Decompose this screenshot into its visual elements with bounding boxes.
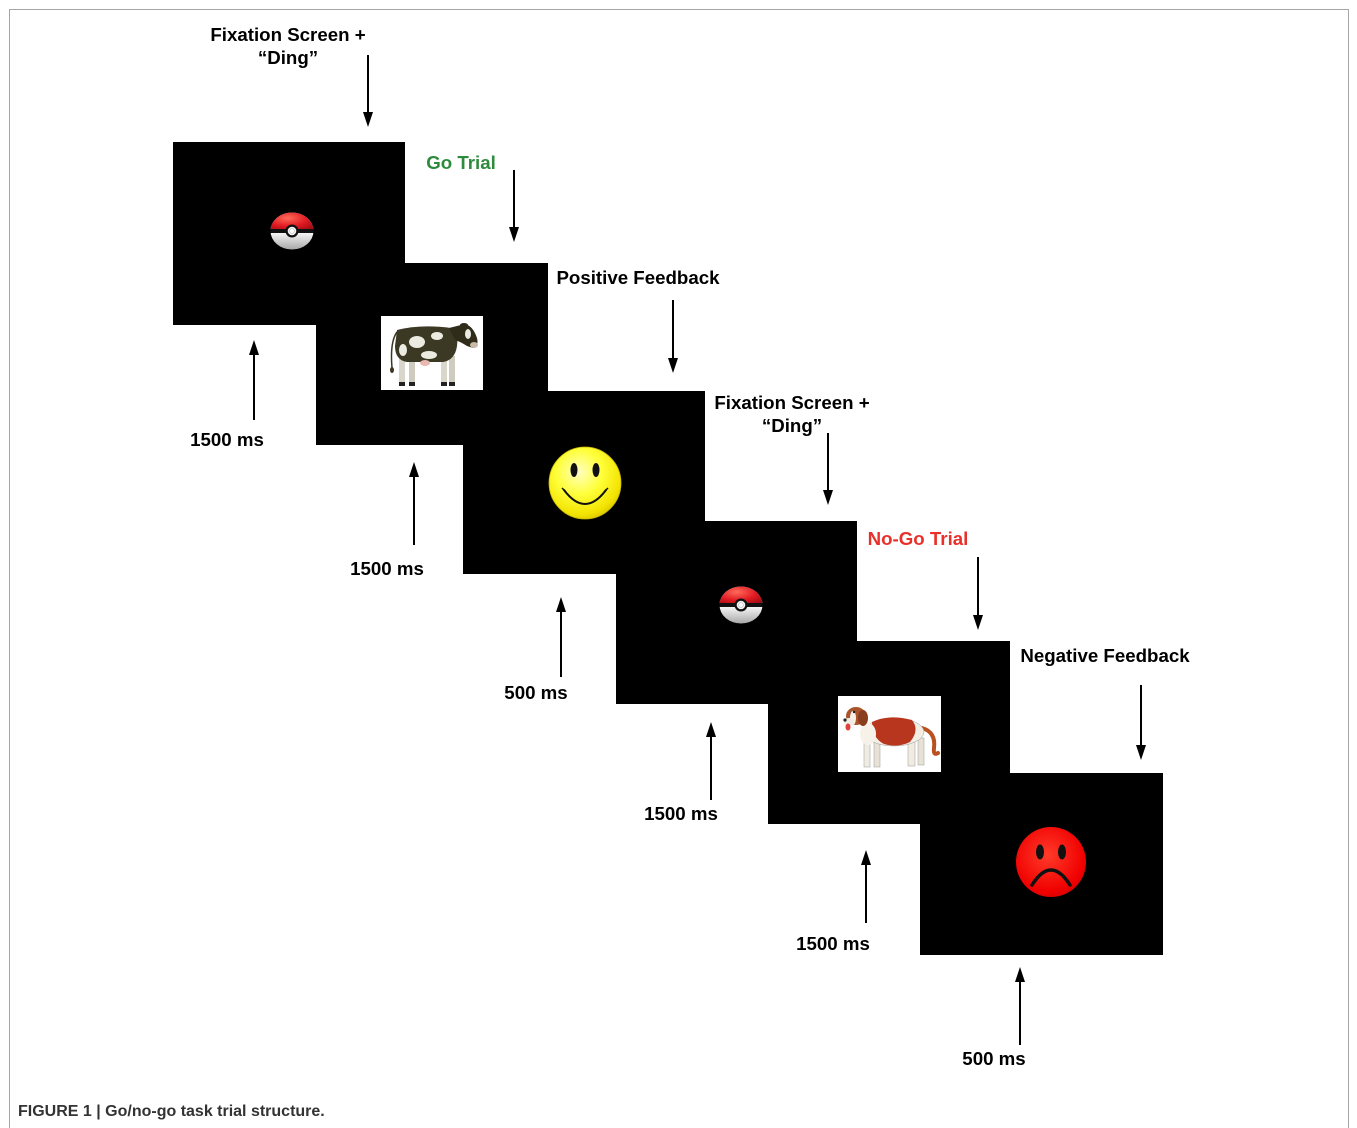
cow-patch <box>409 336 425 348</box>
arrow-head <box>668 358 678 373</box>
duration-go-trial: 1500 ms <box>350 558 424 579</box>
go-trial-screen <box>316 263 548 445</box>
cow-muzzle <box>470 342 478 348</box>
sad-face-icon <box>1016 827 1086 897</box>
pokeball-icon <box>719 586 763 624</box>
smiley-mouth-ends <box>561 487 609 493</box>
dog-eye <box>852 710 856 714</box>
down-arrow-fixation-2 <box>823 433 833 505</box>
smiley-eye <box>570 463 578 477</box>
dog-ear <box>858 710 868 726</box>
up-arrow-negative-feedback <box>1015 967 1025 1045</box>
pokeball-button-center <box>289 228 295 234</box>
smiley-mouth <box>563 489 607 505</box>
cow-patch <box>399 344 407 356</box>
dog-saddle-patch <box>872 717 916 746</box>
cow-udder <box>420 360 430 366</box>
arrow-head <box>1015 967 1025 982</box>
cow-face-patch <box>465 329 471 339</box>
up-arrow-fixation-2 <box>706 722 716 800</box>
duration-fixation-1: 1500 ms <box>190 429 264 450</box>
dog-tail <box>920 726 940 756</box>
down-arrow-positive-feedback <box>668 300 678 373</box>
label-no-go-trial: No-Go Trial <box>848 527 988 550</box>
smiley-eye <box>592 463 600 477</box>
down-arrow-go-trial <box>509 170 519 242</box>
cow-patch <box>421 351 437 359</box>
cow-hoof <box>441 382 447 386</box>
duration-negative-feedback: 500 ms <box>962 1048 1026 1069</box>
arrow-head <box>509 227 519 242</box>
arrow-head <box>249 340 259 355</box>
duration-no-go-trial: 1500 ms <box>796 933 870 954</box>
up-arrow-go-trial <box>409 462 419 545</box>
pokeball-icon <box>270 212 314 250</box>
up-arrow-fixation-1 <box>249 340 259 420</box>
duration-fixation-2: 1500 ms <box>644 803 718 824</box>
figure-border <box>9 9 1349 1128</box>
pokeball-top <box>270 212 314 231</box>
cow-hoof <box>399 382 405 386</box>
smiley-face-icon <box>548 446 622 520</box>
dog-image <box>838 696 941 772</box>
label-line: No-Go Trial <box>867 528 969 549</box>
sad-face-eye <box>1058 844 1066 860</box>
arrow-head <box>823 490 833 505</box>
label-line: “Ding” <box>257 47 319 68</box>
dog-chest <box>860 723 876 745</box>
cow-leg <box>441 356 447 383</box>
cow-hoof <box>409 382 415 386</box>
dog-nose <box>843 718 847 722</box>
label-line: Fixation Screen + <box>210 24 366 45</box>
cow-tail <box>390 331 398 369</box>
figure-caption: FIGURE 1 | Go/no-go task trial structure… <box>18 1103 325 1120</box>
cow-patch <box>431 332 443 340</box>
cow-tail-tuft <box>390 367 394 373</box>
cow-image <box>381 316 483 390</box>
arrow-head <box>1136 745 1146 760</box>
arrow-head <box>861 850 871 865</box>
arrow-head <box>973 615 983 630</box>
sad-face <box>1016 827 1086 897</box>
sad-face-mouth <box>1030 868 1072 887</box>
cow-ear <box>460 323 468 327</box>
down-arrow-no-go-trial <box>973 557 983 630</box>
label-positive-feedback: Positive Feedback <box>548 266 728 289</box>
arrow-head <box>556 597 566 612</box>
cow-head <box>449 324 478 348</box>
label-negative-feedback: Negative Feedback <box>1005 644 1205 667</box>
arrow-head <box>409 462 419 477</box>
label-fixation-2: Fixation Screen + “Ding” <box>692 391 892 437</box>
cow-legs <box>399 354 455 386</box>
label-line: Fixation Screen + <box>714 392 870 413</box>
label-line: Negative Feedback <box>1020 645 1190 666</box>
down-arrow-fixation-1 <box>363 55 373 127</box>
label-go-trial: Go Trial <box>401 151 521 174</box>
cow-hoof <box>449 382 455 386</box>
cow-leg <box>409 356 415 383</box>
cow-leg <box>399 354 405 383</box>
label-fixation-1: Fixation Screen + “Ding” <box>188 23 388 69</box>
pokeball-top <box>719 586 763 605</box>
label-line: Go Trial <box>426 152 496 173</box>
negative-feedback-screen <box>920 773 1163 955</box>
down-arrow-negative-feedback <box>1136 685 1146 760</box>
arrow-head <box>363 112 373 127</box>
dog-tongue <box>845 723 851 731</box>
arrow-head <box>706 722 716 737</box>
label-line: Positive Feedback <box>556 267 720 288</box>
sad-face-eye <box>1036 844 1044 860</box>
pokeball-button-center <box>738 602 744 608</box>
label-line: “Ding” <box>761 415 823 436</box>
cow-leg <box>449 356 455 383</box>
duration-positive-feedback: 500 ms <box>504 682 568 703</box>
up-arrow-positive-feedback <box>556 597 566 677</box>
up-arrow-no-go-trial <box>861 850 871 923</box>
smiley-face <box>548 446 622 520</box>
